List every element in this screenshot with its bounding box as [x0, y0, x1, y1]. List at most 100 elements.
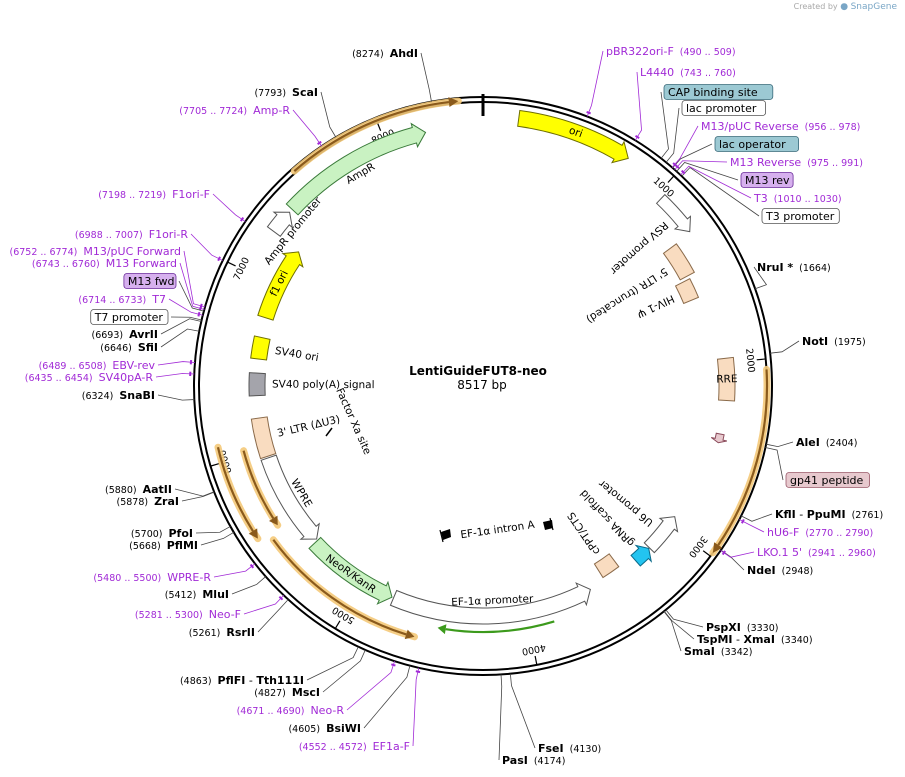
label-bsiwi[interactable]: (4605) BsiWI — [288, 722, 361, 735]
label-name: PflFI — [218, 674, 246, 687]
feature-psi[interactable] — [674, 277, 700, 305]
label-lac-promoter[interactable]: lac promoter — [681, 100, 766, 116]
label-position: (956 .. 978) — [805, 122, 861, 133]
feature-grna-scaffold[interactable] — [630, 544, 653, 567]
label-position: (6714 .. 6733) — [78, 295, 146, 306]
label-lac-operator[interactable]: lac operator — [714, 136, 799, 152]
label-snabi[interactable]: (6324) SnaBI — [82, 389, 155, 402]
label-t3[interactable]: T3 (1010 .. 1030) — [753, 192, 842, 205]
label-wpre-r[interactable]: (5480 .. 5500) WPRE-R — [93, 571, 211, 584]
label-t7-primer[interactable]: (6714 .. 6733) T7 — [78, 293, 166, 306]
primer-mark — [672, 162, 678, 167]
label-ebv-rev[interactable]: (6489 .. 6508) EBV-rev — [39, 359, 156, 372]
label-position: (7705 .. 7724) — [179, 106, 247, 117]
feature-ori[interactable] — [517, 109, 629, 164]
primer-mark — [680, 169, 686, 175]
label-name: T3 — [753, 192, 768, 205]
label-t3-promoter[interactable]: T3 promoter — [761, 208, 840, 224]
label-m13-forward[interactable]: (6743 .. 6760) M13 Forward — [32, 257, 177, 270]
label-kfli[interactable]: KflI - PpuMI (2761) — [775, 508, 883, 521]
label-m13-rev-feat[interactable]: M13 rev — [740, 172, 794, 188]
orf-highlight — [214, 443, 262, 543]
label-m13puc-fwd[interactable]: (6752 .. 6774) M13/pUC Forward — [9, 245, 181, 258]
label-neo-f[interactable]: (5281 .. 5300) Neo-F — [135, 608, 241, 621]
label-neo-r[interactable]: (4671 .. 4690) Neo-R — [237, 704, 345, 717]
label-position: (6324) — [82, 391, 114, 402]
feature-rre[interactable] — [716, 356, 736, 402]
label-f1ori-f[interactable]: (7198 .. 7219) F1ori-F — [98, 188, 210, 201]
feature-ampr-promoter[interactable] — [266, 211, 294, 237]
label-scai[interactable]: (7793) ScaI — [254, 86, 318, 99]
label-text-nrui: NruI * (1664) — [757, 261, 831, 274]
label-m13-reverse[interactable]: M13 Reverse (975 .. 991) — [730, 156, 863, 169]
label-sfii[interactable]: (6646) SfiI — [100, 341, 158, 354]
label-mlui[interactable]: (5412) MluI — [165, 588, 229, 601]
label-position: (5412) — [165, 590, 197, 601]
label-m13-fwd-feat[interactable]: M13 fwd — [123, 273, 177, 289]
feature-f1-ori[interactable] — [257, 251, 304, 321]
label-box-t3-promoter — [761, 208, 840, 224]
label-noti[interactable]: NotI (1975) — [802, 335, 866, 348]
label-ampr-primer[interactable]: (7705 .. 7724) Amp-R — [179, 104, 290, 117]
leader-line — [420, 52, 432, 102]
feature-u6-promoter[interactable] — [643, 516, 679, 554]
label-text-m13-reverse: M13 Reverse (975 .. 991) — [730, 156, 863, 169]
label-gp41[interactable]: gp41 peptide — [785, 472, 870, 488]
feature-cppt[interactable] — [593, 553, 620, 579]
label-msci[interactable]: (4827) MscI — [254, 686, 320, 699]
feature-wpre[interactable] — [260, 454, 320, 540]
leader-line — [231, 576, 266, 595]
feature-ltr3[interactable] — [250, 416, 277, 460]
leader-line — [346, 661, 395, 711]
label-aatii[interactable]: (5880) AatII — [105, 483, 172, 496]
leader-line — [509, 673, 536, 749]
feature-sv40-polya[interactable] — [248, 372, 266, 397]
orf-line — [242, 450, 275, 519]
label-pasi[interactable]: PasI (4174) — [502, 754, 565, 767]
label-text-m13-fwd-feat: M13 fwd — [128, 275, 175, 288]
label-fsei[interactable]: FseI (4130) — [538, 742, 601, 755]
label-sv40pa-r[interactable]: (6435 .. 6454) SV40pA-R — [25, 371, 154, 384]
label-pfoi[interactable]: (5700) PfoI — [131, 527, 193, 540]
label-position: (4605) — [288, 724, 320, 735]
label-text-fsei: FseI (4130) — [538, 742, 601, 755]
label-smai[interactable]: SmaI (3342) — [684, 645, 753, 658]
label-name: KflI — [775, 508, 796, 521]
label-hu6-f[interactable]: hU6-F (2770 .. 2790) — [767, 526, 873, 539]
feature-ltr5[interactable] — [662, 243, 696, 281]
label-m13puc-rev[interactable]: M13/pUC Reverse (956 .. 978) — [701, 120, 860, 133]
label-text-pbr322ori-f: pBR322ori-F (490 .. 509) — [606, 45, 736, 58]
label-zrai[interactable]: (5878) ZraI — [116, 495, 179, 508]
label-rsrii[interactable]: (5261) RsrII — [189, 626, 255, 639]
label-text-t3: T3 (1010 .. 1030) — [753, 192, 842, 205]
label-alei[interactable]: AleI (2404) — [796, 436, 857, 449]
feature-rsv-promoter[interactable] — [655, 193, 692, 233]
label-pflmi[interactable]: (5668) PflMI — [129, 539, 198, 552]
tick-label: 2000 — [743, 348, 756, 373]
label-avrii[interactable]: (6693) AvrII — [92, 328, 159, 341]
label-name: L4440 — [640, 66, 674, 79]
label-f1ori-r[interactable]: (6988 .. 7007) F1ori-R — [75, 228, 188, 241]
label-t7-promoter[interactable]: T7 promoter — [90, 309, 169, 325]
tick-mark — [702, 550, 711, 557]
feature-ampr[interactable] — [285, 122, 427, 216]
label-pflfi[interactable]: (4863) PflFI - Tth111I — [180, 674, 304, 687]
feature-ef1a-promoter[interactable] — [389, 582, 591, 625]
feature-sv40-ori[interactable] — [250, 335, 271, 361]
leader-line — [306, 646, 359, 681]
label-nrui[interactable]: NruI * (1664) — [757, 261, 831, 274]
label-ndei[interactable]: NdeI (2948) — [747, 564, 813, 577]
feature-neor[interactable] — [308, 536, 393, 605]
label-ahdi[interactable]: (8274) AhdI — [352, 47, 418, 60]
label-pbr322ori-f[interactable]: pBR322ori-F (490 .. 509) — [606, 45, 736, 58]
label-name: M13 Reverse — [730, 156, 801, 169]
label-lko1-5[interactable]: LKO.1 5' (2941 .. 2960) — [757, 546, 876, 559]
label-tspmi[interactable]: TspMI - XmaI (3340) — [697, 633, 813, 646]
label-ef1a-f[interactable]: (4552 .. 4572) EF1a-F — [299, 740, 410, 753]
feature-label-sv40-polya: SV40 poly(A) signal — [272, 378, 375, 391]
label-pspxi[interactable]: PspXI (3330) — [706, 621, 778, 634]
feature-gp41-feat[interactable] — [710, 432, 727, 444]
leader-line — [257, 599, 289, 633]
label-l4440[interactable]: L4440 (743 .. 760) — [640, 66, 736, 79]
label-cap-site[interactable]: CAP binding site — [663, 84, 774, 100]
